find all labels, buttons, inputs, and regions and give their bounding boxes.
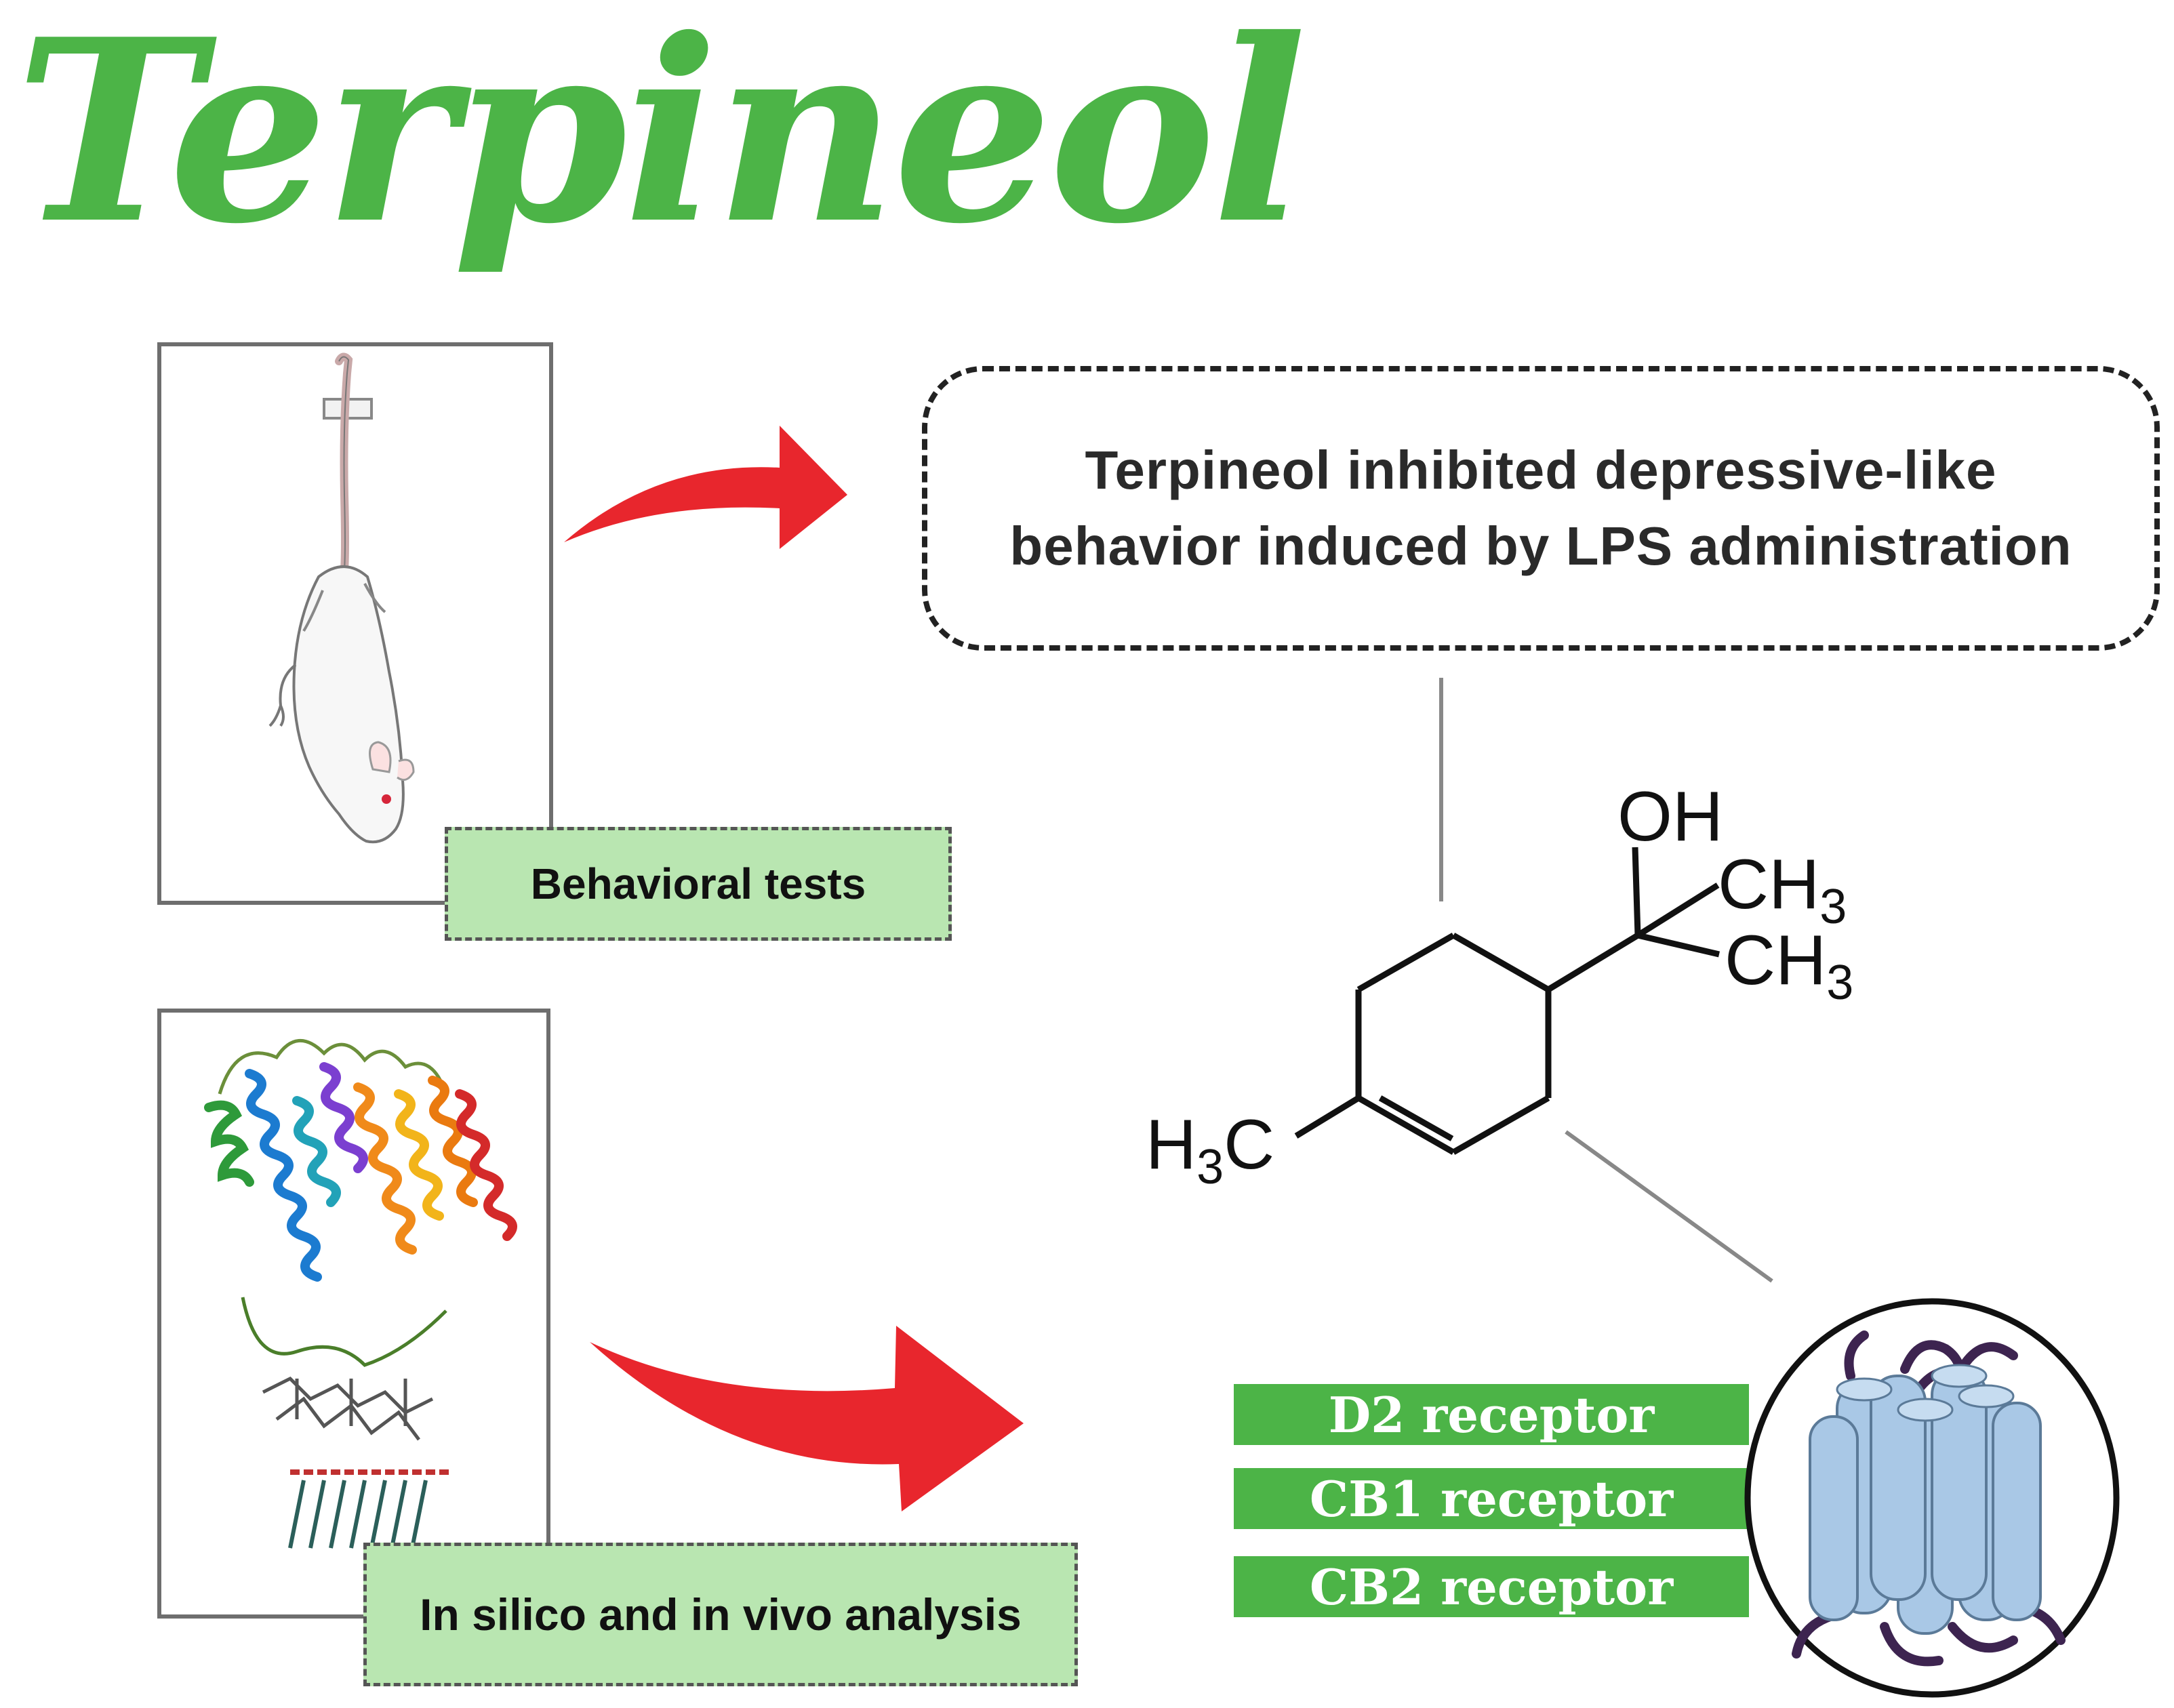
finding-line-1: Terpineol inhibited depressive-like — [1085, 440, 1997, 500]
mouse-icon — [268, 352, 415, 844]
ch3-label-bottom: CH3 — [1725, 921, 1853, 1010]
analysis-panel — [157, 1009, 550, 1619]
protein-structure-icon — [204, 1039, 517, 1549]
behavioral-tests-label: Behavioral tests — [445, 827, 952, 941]
finding-line-2: behavior induced by LPS administration — [1009, 516, 2072, 576]
behavior-panel — [157, 342, 553, 905]
arrow-icon — [564, 426, 847, 549]
receptor-cb1: CB1 receptor — [1234, 1468, 1749, 1529]
receptor-icon — [1744, 1298, 2120, 1698]
page-title: Terpineol — [15, 0, 1307, 279]
terpineol-structure: OH CH3 CH3 H3C — [1146, 777, 1853, 1194]
arrow-icon — [590, 1326, 1024, 1511]
analysis-label: In silico and in vivo analysis — [363, 1543, 1078, 1686]
finding-box: Terpineol inhibited depressive-like beha… — [922, 366, 2160, 651]
receptor-cb2: CB2 receptor — [1234, 1556, 1749, 1617]
h3c-label: H3C — [1146, 1105, 1274, 1194]
receptor-d2: D2 receptor — [1234, 1384, 1749, 1445]
oh-label: OH — [1617, 777, 1723, 856]
ch3-label-top: CH3 — [1718, 845, 1847, 934]
